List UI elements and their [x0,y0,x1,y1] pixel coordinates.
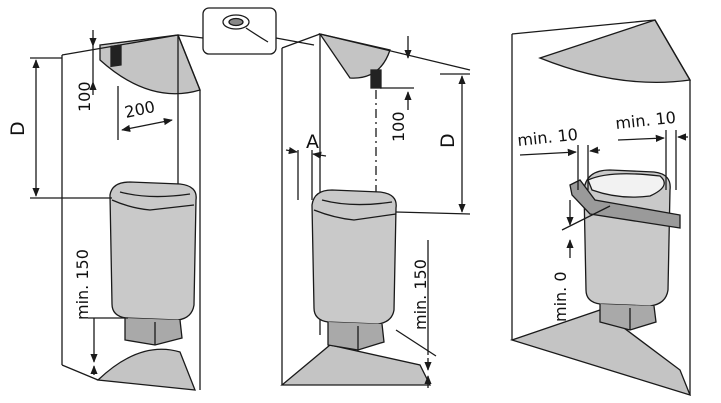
right-label-min10-left: min. 10 [516,125,578,150]
left-heater [109,181,197,346]
middle-label-D: D [437,133,459,148]
middle-label-A: A [306,131,319,153]
middle-panel [280,32,471,388]
right-panel [509,19,692,397]
right-label-min10-right: min. 10 [614,108,676,133]
middle-label-min150: min. 150 [411,259,430,330]
right-heater [583,169,671,331]
middle-label-100: 100 [389,111,408,142]
right-wall-rail [569,179,681,229]
left-label-100: 100 [75,81,94,112]
right-label-min0: min. 0 [551,271,570,322]
left-floor-shade [96,348,196,391]
sensor-cable-icon [177,7,315,55]
left-panel [30,30,201,391]
left-label-min150: min. 150 [73,249,92,320]
right-floor-shade [509,309,692,397]
middle-floor-shade [280,344,432,386]
left-label-D: D [7,121,29,136]
left-sensor [110,44,122,68]
middle-heater [311,189,397,351]
middle-sensor [370,69,382,89]
left-label-200: 200 [123,97,157,122]
